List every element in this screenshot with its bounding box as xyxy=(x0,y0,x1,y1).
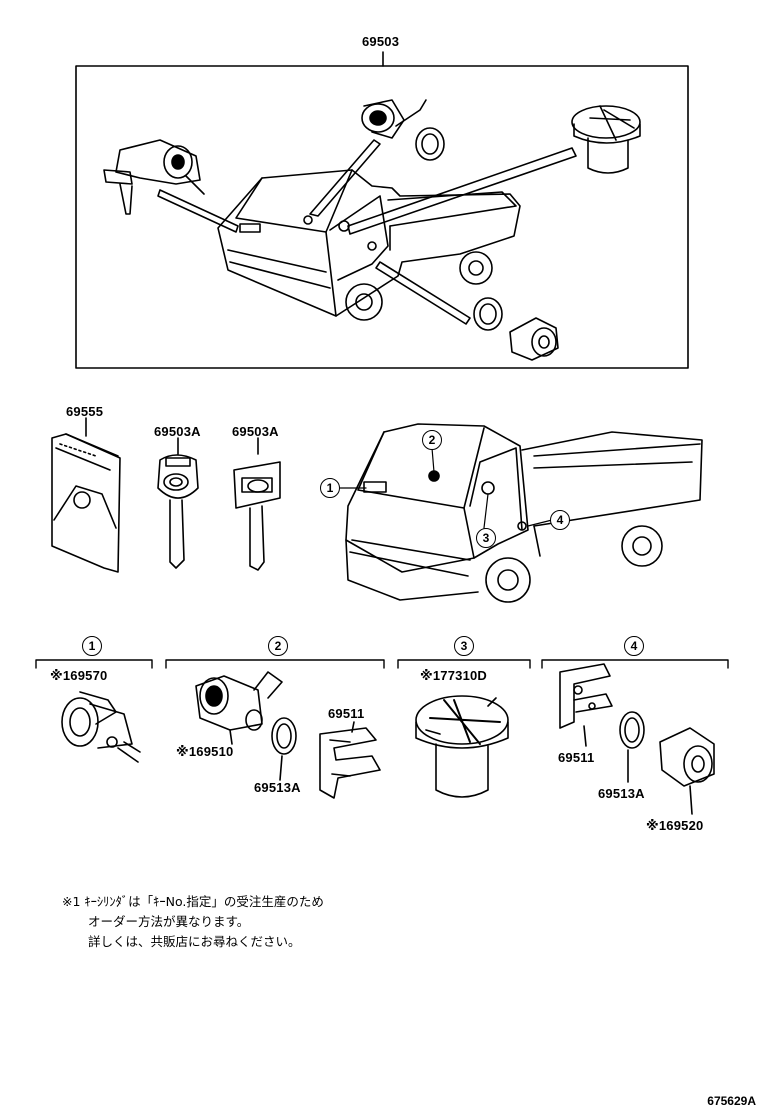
key-wallet-illustration xyxy=(51,417,121,573)
wallet-part-number: 69555 xyxy=(66,404,104,419)
footnote-line-2: オーダー方法が異なります。 xyxy=(88,914,250,929)
truck-top-illustration xyxy=(217,169,521,321)
ignition-cylinder-top xyxy=(103,139,205,215)
part-177310D: 177310D xyxy=(420,668,487,684)
illustration-code: 675629A xyxy=(707,1094,756,1108)
group2-parts-illustration xyxy=(195,671,381,799)
part-169570: 169570 xyxy=(50,668,107,684)
fuel-cap-top xyxy=(571,105,641,174)
part-169510: 169510 xyxy=(176,744,233,760)
truck-main-illustration xyxy=(345,423,703,603)
group-brackets xyxy=(35,659,729,669)
group3-part-illustration xyxy=(415,695,509,798)
assembly-frame xyxy=(75,51,689,369)
group-3-header: 3 xyxy=(454,636,474,656)
footnote-line-3: 詳しくは、共販店にお尋ねください。 xyxy=(88,934,301,949)
part-69513A-group2: 69513A xyxy=(254,780,301,795)
callout-3: 3 xyxy=(476,528,496,548)
callout-4: 4 xyxy=(550,510,570,530)
key-a-illustration xyxy=(157,437,199,569)
group4-parts-illustration xyxy=(559,663,715,815)
part-69513A-group4: 69513A xyxy=(598,786,645,801)
back-door-lock-top xyxy=(473,297,559,361)
group-4-header: 4 xyxy=(624,636,644,656)
group-2-header: 2 xyxy=(268,636,288,656)
part-69511-group2: 69511 xyxy=(328,706,365,721)
callout-leaders xyxy=(339,447,553,529)
group-1-header: 1 xyxy=(82,636,102,656)
key-a-part-number: 69503A xyxy=(154,424,201,439)
leader-lines xyxy=(157,139,577,325)
footnote-line-1: ※1 ｷｰｼﾘﾝﾀﾞは「ｷｰNo.指定」の受注生産のため xyxy=(62,894,324,909)
part-69511-group4: 69511 xyxy=(558,750,595,765)
callout-2: 2 xyxy=(422,430,442,450)
group1-part-illustration xyxy=(61,691,141,763)
door-lock-assembly-top xyxy=(361,99,445,161)
assembly-part-number: 69503 xyxy=(362,34,400,49)
key-b-part-number: 69503A xyxy=(232,424,279,439)
part-169520: 169520 xyxy=(646,818,703,834)
footnote: ※1 ｷｰｼﾘﾝﾀﾞは「ｷｰNo.指定」の受注生産のため オーダー方法が異なりま… xyxy=(62,892,324,952)
key-b-illustration xyxy=(233,437,281,571)
callout-1: 1 xyxy=(320,478,340,498)
